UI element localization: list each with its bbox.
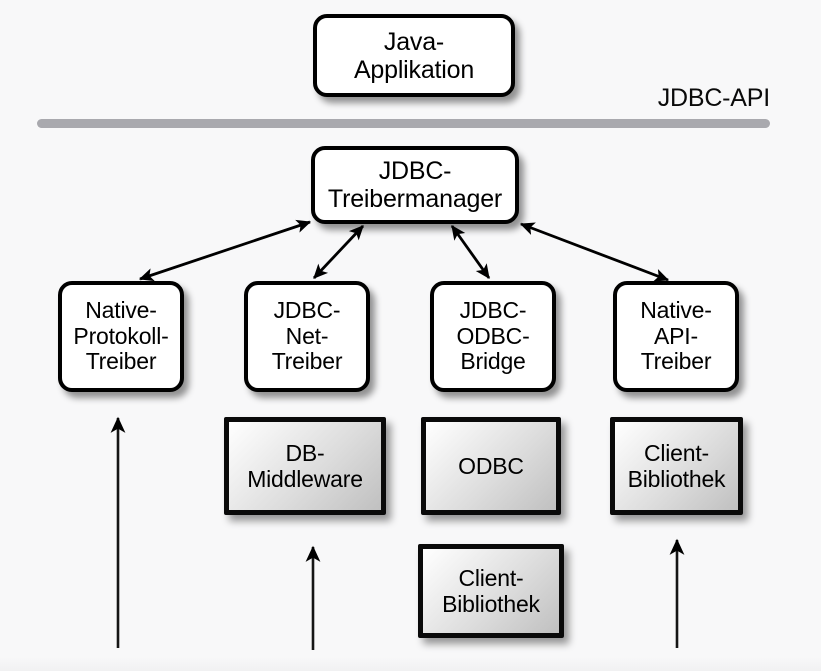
jdbc-api-separator-line <box>37 119 770 128</box>
node-jdbc-driver-manager[interactable]: JDBC- Treibermanager <box>311 146 519 224</box>
node-jdbc-odbc-bridge[interactable]: JDBC- ODBC- Bridge <box>430 281 556 392</box>
connector-manager-native-protocol <box>138 219 312 282</box>
node-native-api-driver[interactable]: Native- API- Treiber <box>613 281 739 392</box>
node-jdbc-net-driver[interactable]: JDBC- Net- Treiber <box>244 281 370 392</box>
jdbc-api-label: JDBC-API <box>657 84 771 112</box>
node-native-protocol-driver[interactable]: Native- Protokoll- Treiber <box>58 281 184 392</box>
node-client-library-right[interactable]: Client- Bibliothek <box>610 417 743 515</box>
node-db-middleware[interactable]: DB- Middleware <box>224 417 386 515</box>
node-java-application[interactable]: Java- Applikation <box>313 14 515 97</box>
connector-manager-native-api <box>519 222 670 282</box>
connector-manager-jdbc-net <box>312 225 365 279</box>
node-odbc[interactable]: ODBC <box>421 417 561 515</box>
node-client-library-middle[interactable]: Client- Bibliothek <box>418 544 564 638</box>
connector-manager-jdbc-odbc <box>450 225 491 279</box>
bottom-fade-band <box>0 657 821 671</box>
